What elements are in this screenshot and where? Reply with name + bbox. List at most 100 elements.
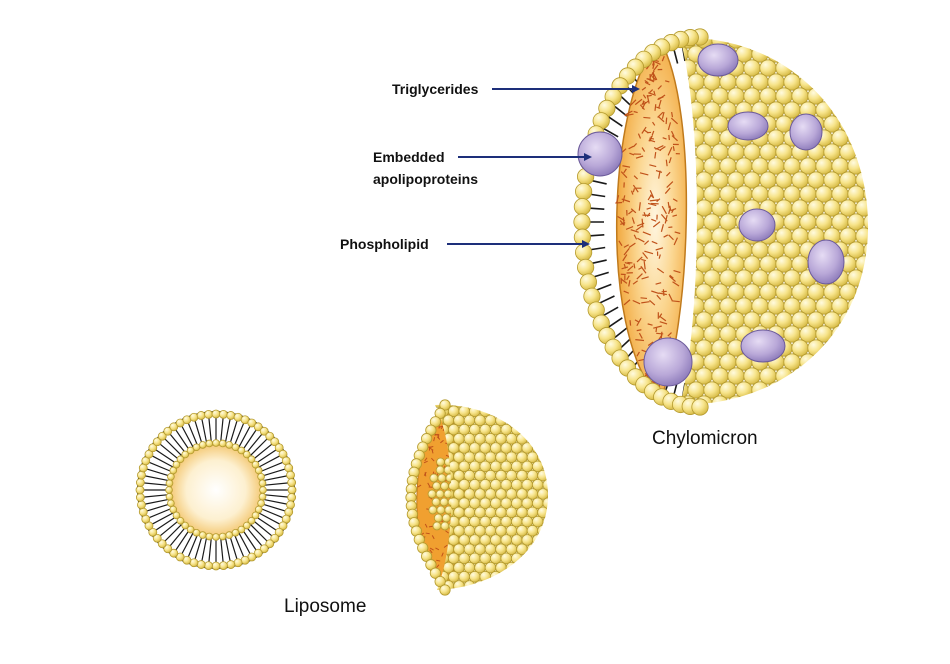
phospholipid-rim-head bbox=[575, 244, 591, 260]
hemisphere-head bbox=[522, 406, 533, 417]
phospholipid-head bbox=[848, 102, 864, 118]
phospholipid-head bbox=[864, 354, 880, 370]
bilayer-inner-head bbox=[226, 532, 233, 539]
bilayer-outer-head bbox=[212, 410, 220, 418]
phospholipid-head bbox=[776, 32, 792, 48]
bilayer-inner-head bbox=[199, 532, 206, 539]
phospholipid-head bbox=[840, 60, 856, 76]
fatty-acid-strand bbox=[630, 320, 631, 325]
phospholipid-head bbox=[840, 88, 856, 104]
phospholipid-head bbox=[856, 60, 872, 76]
chylomicron-caption: Chylomicron bbox=[652, 428, 758, 449]
bilayer-outer-head bbox=[136, 486, 144, 494]
hemisphere-head bbox=[532, 424, 543, 435]
phospholipid-head bbox=[856, 284, 872, 300]
phospholipid-rim-head bbox=[575, 183, 591, 199]
phospholipid-rim-head bbox=[574, 199, 590, 215]
hemisphere-inner-head bbox=[441, 522, 449, 530]
bilayer-outer-head bbox=[137, 501, 145, 509]
bilayer-inner-head bbox=[259, 493, 266, 500]
hemisphere-strand bbox=[429, 526, 433, 527]
hemisphere-inner-head bbox=[430, 474, 438, 482]
phospholipid-head bbox=[864, 158, 880, 174]
phospholipid-rim-head bbox=[574, 214, 590, 230]
hemisphere-head bbox=[538, 397, 549, 408]
fatty-acid-strand bbox=[642, 219, 643, 228]
fatty-acid-strand bbox=[623, 217, 624, 225]
hemisphere-head bbox=[543, 461, 554, 472]
phospholipid-head bbox=[712, 396, 728, 412]
hemisphere-head bbox=[506, 562, 517, 573]
hemisphere-inner-head bbox=[442, 514, 450, 522]
bilayer-outer-head bbox=[288, 486, 296, 494]
phospholipid-head bbox=[864, 242, 880, 258]
fatty-acid-strand bbox=[656, 328, 657, 332]
hemisphere-inner-head bbox=[437, 458, 445, 466]
bilayer-outer-head bbox=[227, 561, 235, 569]
fatty-acid-strand bbox=[666, 160, 667, 167]
fatty-acid-strand bbox=[656, 333, 663, 334]
bilayer-outer-head bbox=[234, 559, 242, 567]
phospholipid-rim-head bbox=[577, 259, 593, 275]
hemisphere-head bbox=[538, 581, 549, 592]
phospholipid-head bbox=[856, 144, 872, 160]
hemisphere-head bbox=[527, 562, 538, 573]
bilayer-outer-head bbox=[288, 493, 296, 501]
hemisphere-head bbox=[475, 581, 486, 592]
bilayer-inner-head bbox=[226, 442, 233, 449]
phospholipid-head bbox=[840, 368, 856, 384]
phospholipid-head bbox=[840, 396, 856, 412]
hemisphere-inner-head bbox=[436, 490, 444, 498]
apolipoprotein bbox=[698, 44, 738, 76]
phospholipid-head bbox=[840, 312, 856, 328]
hemisphere-head bbox=[538, 433, 549, 444]
hemisphere-inner-head bbox=[428, 490, 436, 498]
phospholipid-head bbox=[824, 340, 840, 356]
apolipoprotein bbox=[728, 112, 768, 140]
phospholipid-head bbox=[784, 46, 800, 62]
hemisphere-head bbox=[517, 562, 528, 573]
phospholipid-head bbox=[832, 46, 848, 62]
phospholipid-head bbox=[792, 396, 808, 412]
hemisphere-head bbox=[532, 571, 543, 582]
hemisphere-inner-head bbox=[441, 482, 449, 490]
hemisphere-head bbox=[527, 581, 538, 592]
bilayer-inner-head bbox=[219, 440, 226, 447]
bilayer-outer-head bbox=[197, 411, 205, 419]
phospholipid-head bbox=[856, 32, 872, 48]
fatty-acid-strand bbox=[670, 206, 671, 210]
hemisphere-head bbox=[511, 406, 522, 417]
apolipoprotein bbox=[790, 114, 822, 150]
chylomicron-particle bbox=[574, 29, 880, 415]
hemisphere-head bbox=[517, 397, 528, 408]
hemisphere-inner-head bbox=[433, 482, 441, 490]
hemisphere-head bbox=[454, 581, 465, 592]
bilayer-inner-head bbox=[166, 487, 173, 494]
hemisphere-inner-head bbox=[436, 466, 444, 474]
bilayer-outer-head bbox=[287, 471, 295, 479]
hemisphere-head bbox=[485, 397, 496, 408]
phospholipid-head bbox=[848, 382, 864, 398]
hemisphere-head bbox=[517, 415, 528, 426]
hemisphere-head bbox=[511, 571, 522, 582]
phospholipid-head bbox=[824, 396, 840, 412]
hemisphere-head bbox=[532, 535, 543, 546]
hemisphere-head bbox=[506, 581, 517, 592]
hemisphere-rim-head bbox=[440, 585, 450, 595]
phospholipid-head bbox=[760, 396, 776, 412]
hemisphere-head bbox=[538, 415, 549, 426]
phospholipid-head bbox=[864, 46, 880, 62]
hemisphere-head bbox=[538, 525, 549, 536]
bilayer-outer-head bbox=[288, 479, 296, 487]
hemisphere-head bbox=[543, 406, 554, 417]
hemisphere-head bbox=[485, 581, 496, 592]
bilayer-inner-head bbox=[213, 440, 220, 447]
bilayer-inner-head bbox=[199, 442, 206, 449]
bilayer-outer-head bbox=[205, 410, 213, 418]
hemisphere-head bbox=[543, 443, 554, 454]
bilayer-inner-head bbox=[170, 506, 177, 513]
phospholipid-head bbox=[864, 270, 880, 286]
phospholipid-head bbox=[776, 368, 792, 384]
phospholipid-head bbox=[824, 368, 840, 384]
